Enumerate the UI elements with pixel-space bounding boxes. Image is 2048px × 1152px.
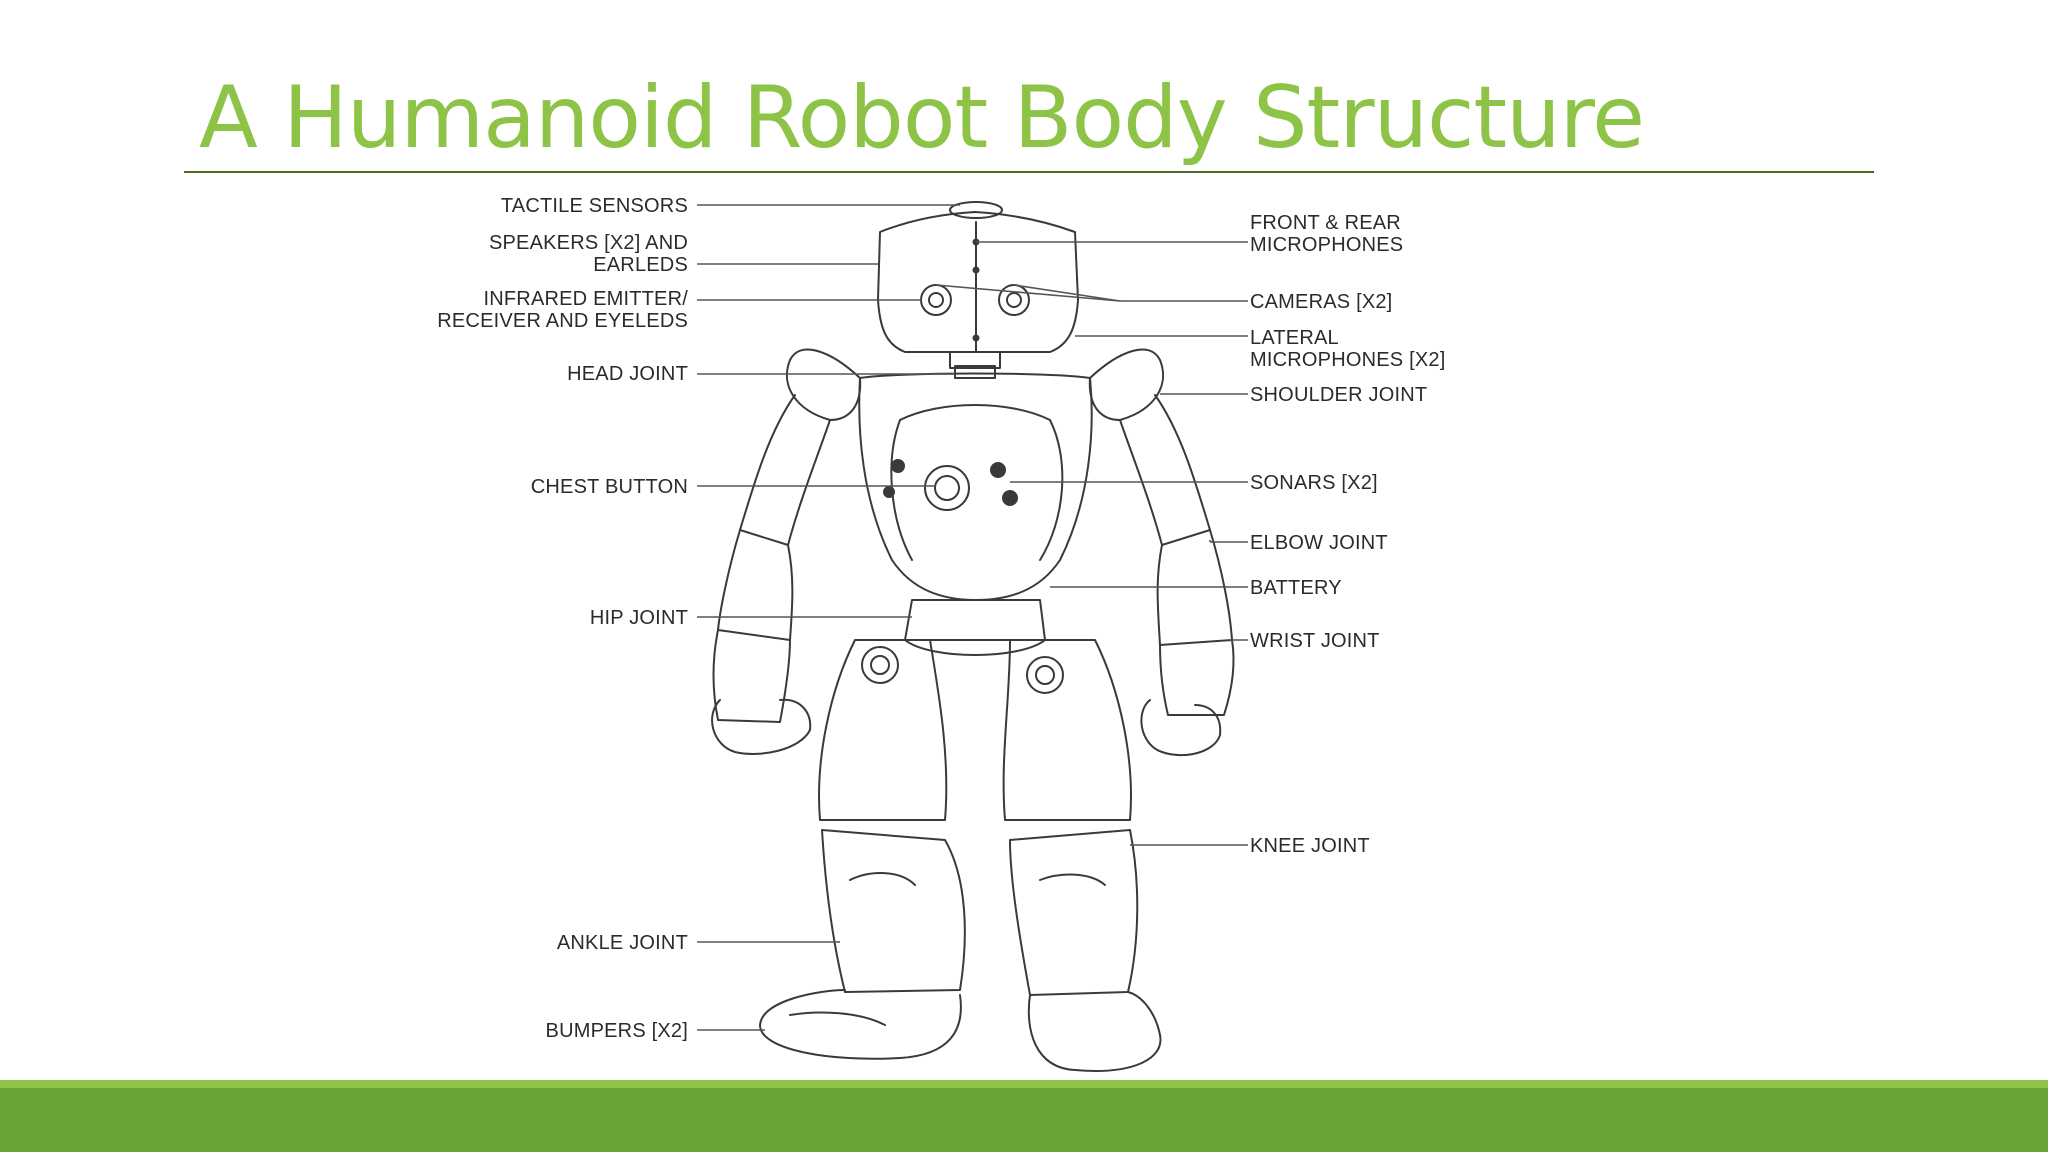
left-wrist (714, 630, 791, 722)
label-chest-button: CHEST BUTTON (531, 476, 688, 498)
left-foot (760, 990, 961, 1059)
robot-illustration (712, 202, 1233, 1071)
right-shoulder (1090, 350, 1163, 420)
robot-head (878, 212, 1078, 352)
label-infrared: INFRARED EMITTER/RECEIVER AND EYELEDS (437, 288, 688, 332)
label-knee-joint: KNEE JOINT (1250, 835, 1370, 857)
label-cameras: CAMERAS [X2] (1250, 291, 1392, 313)
label-wrist-joint: WRIST JOINT (1250, 630, 1380, 652)
right-upper-arm (1120, 395, 1210, 545)
left-forearm (718, 530, 792, 640)
label-battery: BATTERY (1250, 577, 1342, 599)
label-bumpers: BUMPERS [X2] (546, 1020, 688, 1042)
label-elbow-joint: ELBOW JOINT (1250, 532, 1388, 554)
right-shin (1010, 830, 1137, 995)
right-eye-inner (1007, 293, 1021, 307)
left-upper-arm (740, 395, 830, 545)
label-tactile-sensors: TACTILE SENSORS (501, 195, 688, 217)
label-hip-joint: HIP JOINT (590, 607, 688, 629)
left-shoulder (787, 350, 860, 420)
label-shoulder-joint: SHOULDER JOINT (1250, 384, 1427, 406)
leader-lines (697, 205, 1248, 1030)
left-shin (822, 830, 965, 992)
right-wrist (1160, 640, 1234, 715)
left-thigh (819, 640, 946, 820)
right-eye-outer (999, 285, 1029, 315)
label-head-joint: HEAD JOINT (567, 363, 688, 385)
left-eye-outer (921, 285, 951, 315)
left-eye-inner (929, 293, 943, 307)
left-hand (712, 700, 810, 754)
robot-pelvis (905, 600, 1045, 640)
footer-accent-strip (0, 1080, 2048, 1088)
footer-bar (0, 1088, 2048, 1152)
right-foot (1029, 992, 1161, 1071)
right-thigh (1004, 640, 1131, 820)
chest-button-ring (925, 466, 969, 510)
label-ankle-joint: ANKLE JOINT (557, 932, 688, 954)
right-hand (1141, 700, 1220, 755)
label-sonars: SONARS [X2] (1250, 472, 1378, 494)
